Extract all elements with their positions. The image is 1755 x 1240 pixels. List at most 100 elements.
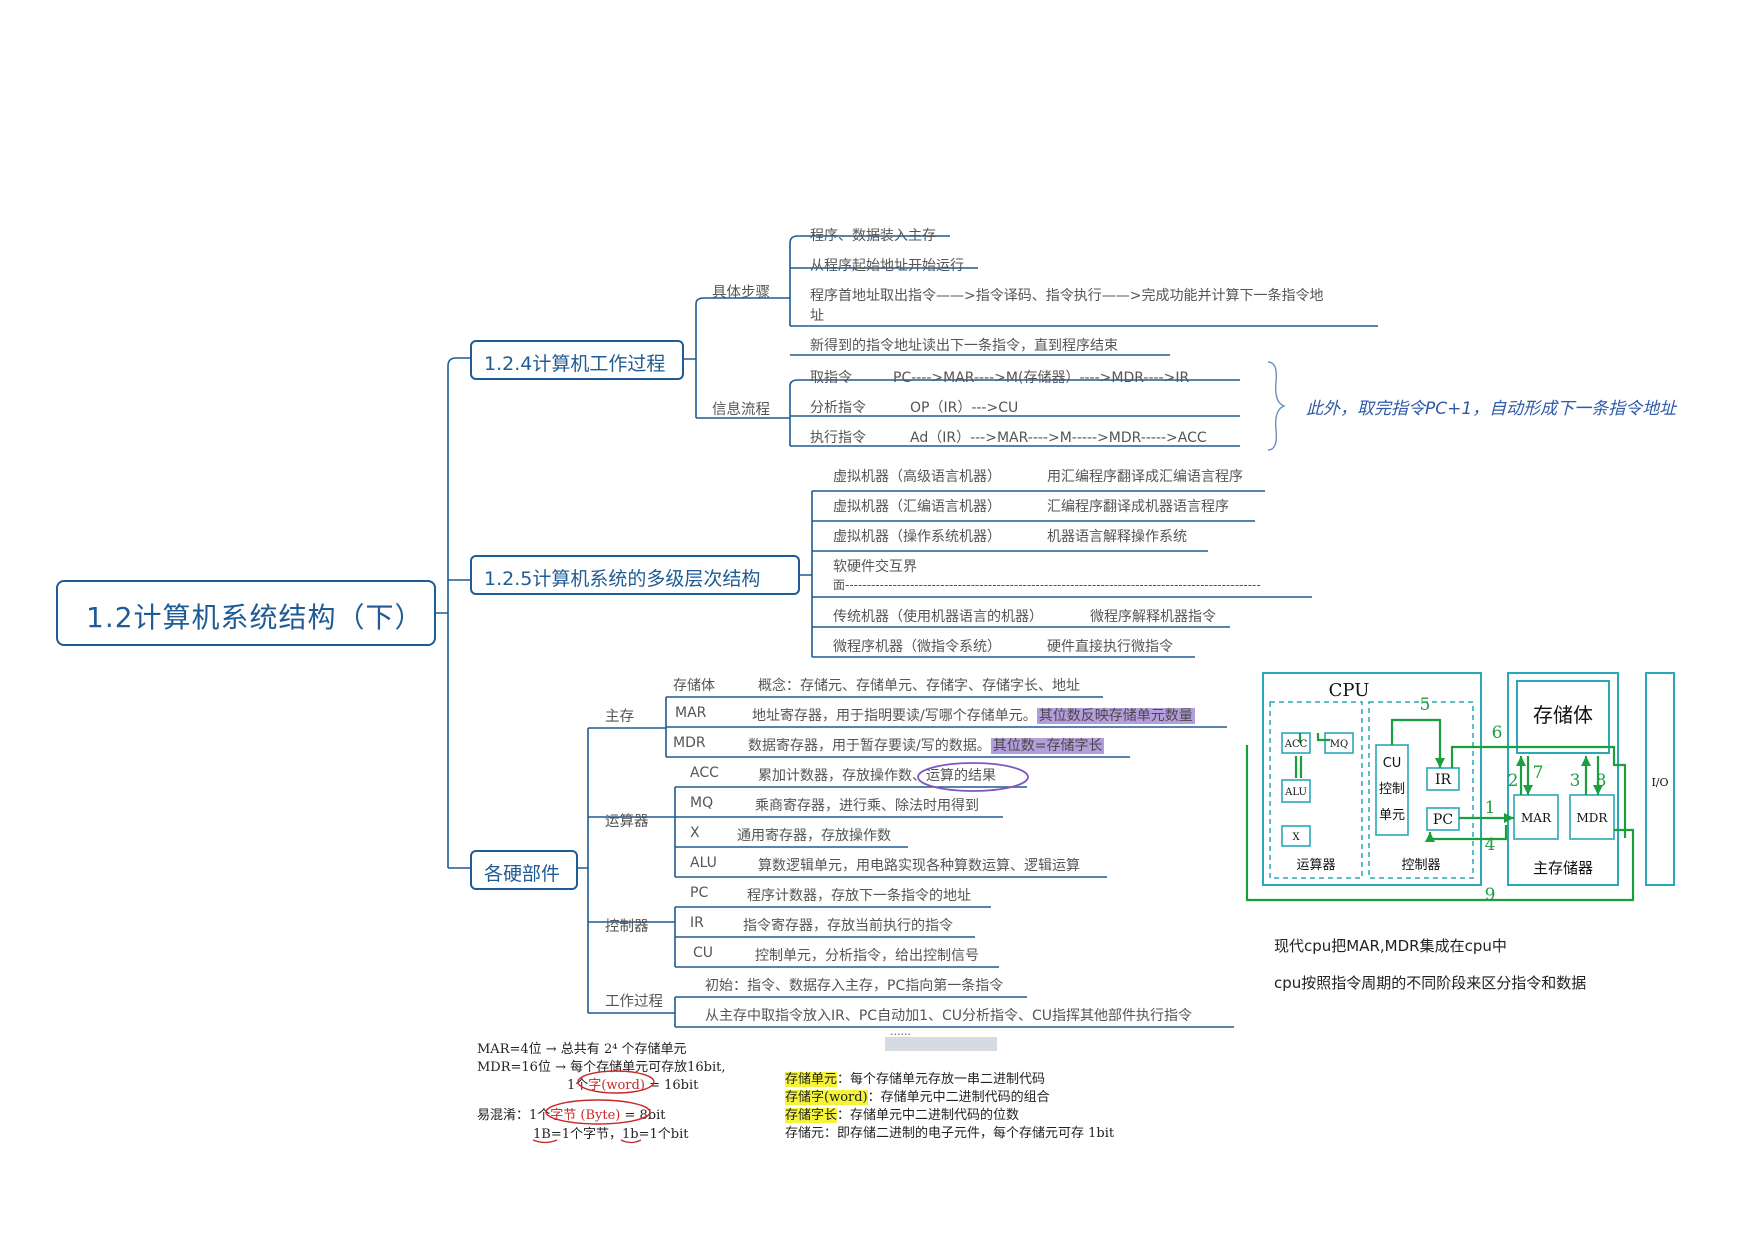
diagram-cu: CU xyxy=(1383,756,1402,771)
label-controller: 控制器 xyxy=(605,919,649,935)
level-interface-line: 面---------------------------------------… xyxy=(833,578,1261,592)
root-topic[interactable]: 1.2计算机系统结构（下） xyxy=(56,580,436,646)
x-desc: 通用寄存器，存放操作数 xyxy=(737,828,891,844)
diagram-pc: PC xyxy=(1433,812,1453,828)
unit-note: 1B=1个字节，1b=1个bit xyxy=(533,1127,689,1142)
x-name: X xyxy=(690,825,700,841)
flow-name: 分析指令 xyxy=(810,400,866,416)
mar-desc: 地址寄存器，用于指明要读/写哪个存储单元。其位数反映存储单元数量 xyxy=(752,708,1195,724)
level-name: 软硬件交互界 xyxy=(833,559,917,575)
step-6: 6 xyxy=(1492,723,1503,743)
flow-detail: Ad（IR）--->MAR---->M----->MDR----->ACC xyxy=(910,430,1207,446)
word-circled: 字(word) xyxy=(588,1078,645,1093)
root-title: 1.2计算机系统结构（下） xyxy=(86,601,424,634)
mdr-name: MDR xyxy=(673,735,706,751)
diagram-acc: ACC xyxy=(1284,739,1308,750)
ir-desc: 指令寄存器，存放当前执行的指令 xyxy=(743,918,953,934)
level-name: 虚拟机器（操作系统机器） xyxy=(833,529,1001,545)
diagram-cu: 单元 xyxy=(1379,808,1405,823)
diagram-main-memory: 主存储器 xyxy=(1533,859,1593,877)
caption-cpu-integration: 现代cpu把MAR,MDR集成在cpu中 xyxy=(1274,937,1507,955)
flow-name: 执行指令 xyxy=(810,430,866,446)
step-9: 9 xyxy=(1485,885,1496,905)
mar-name: MAR xyxy=(675,705,707,721)
diagram-x: X xyxy=(1292,832,1300,843)
diagram-mdr: MDR xyxy=(1577,811,1609,825)
pc-desc: 程序计数器，存放下一条指令的地址 xyxy=(747,888,971,904)
mdr-desc: 数据寄存器，用于暂存要读/写的数据。其位数=存储字长 xyxy=(748,738,1105,754)
level-name: 传统机器（使用机器语言的机器） xyxy=(833,609,1043,625)
label-info-flow: 信息流程 xyxy=(712,402,770,418)
cu-name: CU xyxy=(693,945,714,961)
acc-desc: 累加计数器，存放操作数、运算的结果 xyxy=(758,768,996,784)
step-5: 5 xyxy=(1420,695,1431,715)
diagram-mq: MQ xyxy=(1330,739,1348,750)
storage-body-name: 存储体 xyxy=(673,678,715,694)
step-4: 4 xyxy=(1485,835,1496,855)
diagram-controller: 控制器 xyxy=(1401,858,1440,873)
level-desc: 用汇编程序翻译成汇编语言程序 xyxy=(1047,469,1243,485)
process-step: 从主存中取指令放入IR、PC自动加1、CU分析指令、CU指挥其他部件执行指令 xyxy=(705,1008,1193,1024)
cu-desc: 控制单元，分析指令，给出控制信号 xyxy=(755,948,979,964)
pc-name: PC xyxy=(690,885,709,901)
diagram-io-label: I/O xyxy=(1651,776,1668,789)
cpu-memory-diagram: CPU 存储体 I/O ACC MQ ALU X CU 控制 单元 IR PC … xyxy=(1245,672,1675,905)
acc-name: ACC xyxy=(690,765,719,781)
caption-cpu-instruction-data: cpu按照指令周期的不同阶段来区分指令和数据 xyxy=(1274,974,1587,992)
label-alu-unit: 运算器 xyxy=(605,814,649,830)
diagram-alu: ALU xyxy=(1284,787,1307,798)
alu-name: ALU xyxy=(690,855,717,871)
definition-row: 存储单元：每个存储单元存放一串二进制代码 xyxy=(785,1072,1046,1087)
mq-desc: 乘商寄存器，进行乘、除法时用得到 xyxy=(755,798,979,814)
step-1: 1 xyxy=(1485,798,1496,818)
alu-desc: 算数逻辑单元，用电路实现各种算数运算、逻辑运算 xyxy=(758,858,1080,874)
level-desc: 微程序解释机器指令 xyxy=(1090,609,1216,625)
level-name: 虚拟机器（高级语言机器） xyxy=(833,469,1001,485)
byte-note: 易混淆：1个字节 (Byte) = 8bit xyxy=(477,1108,666,1123)
definition-row: 存储元：即存储二进制的电子元件，每个存储元可存 1bit xyxy=(785,1126,1115,1141)
step-item-cont: 址 xyxy=(810,308,824,324)
handwritten-notes-left: MAR=4位 → 总共有 2⁴ 个存储单元 MDR=16位 → 每个存储单元可存… xyxy=(475,1035,765,1145)
process-step: 初始：指令、数据存入主存，PC指向第一条指令 xyxy=(705,978,1004,994)
level-desc: 硬件直接执行微指令 xyxy=(1047,639,1173,655)
mdr-note: MDR=16位 → 每个存储单元可存放16bit, xyxy=(477,1060,726,1075)
diagram-cpu-label: CPU xyxy=(1329,680,1370,701)
label-work-process: 工作过程 xyxy=(605,994,663,1010)
level-desc: 机器语言解释操作系统 xyxy=(1047,529,1187,545)
mq-name: MQ xyxy=(690,795,714,811)
mar-note: MAR=4位 → 总共有 2⁴ 个存储单元 xyxy=(477,1042,687,1057)
storage-definitions: 存储单元：每个存储单元存放一串二进制代码 存储字(word)：存储单元中二进制代… xyxy=(785,1068,1215,1148)
step-7: 7 xyxy=(1533,763,1544,783)
ir-name: IR xyxy=(690,915,704,931)
level-desc: 汇编程序翻译成机器语言程序 xyxy=(1047,499,1229,515)
step-item: 程序首地址取出指令——>指令译码、指令执行——>完成功能并计算下一条指令地 xyxy=(810,288,1324,304)
byte-circled: 字节 (Byte) xyxy=(550,1108,621,1123)
step-item: 从程序起始地址开始运行 xyxy=(810,258,964,274)
mdr-highlight: 其位数=存储字长 xyxy=(990,738,1105,754)
flow-detail: PC---->MAR---->M(存储器）---->MDR---->IR xyxy=(893,370,1190,386)
topic-level-structure[interactable]: 1.2.5计算机系统的多级层次结构 xyxy=(470,555,800,595)
diagram-alu-unit: 运算器 xyxy=(1296,858,1335,873)
acc-circled: 运算的结果 xyxy=(926,768,996,784)
diagram-ir: IR xyxy=(1435,772,1452,788)
level-name: 微程序机器（微指令系统） xyxy=(833,639,1001,655)
handwritten-circles xyxy=(532,1070,655,1144)
diagram-mar: MAR xyxy=(1521,811,1552,825)
flow-name: 取指令 xyxy=(810,370,852,386)
word-note: 1个字(word) = 16bit xyxy=(567,1078,699,1093)
step-3: 3 xyxy=(1570,771,1581,791)
flow-detail: OP（IR）--->CU xyxy=(910,400,1019,416)
label-steps: 具体步骤 xyxy=(712,285,770,301)
diagram-cu: 控制 xyxy=(1379,782,1405,797)
storage-body-desc: 概念：存储元、存储单元、存储字、存储字长、地址 xyxy=(758,678,1080,694)
definition-row: 存储字(word)：存储单元中二进制代码的组合 xyxy=(785,1090,1050,1105)
mar-highlight: 其位数反映存储单元数量 xyxy=(1036,708,1195,724)
topic-work-process[interactable]: 1.2.4计算机工作过程 xyxy=(470,340,684,380)
flow-note: 此外，取完指令PC+1，自动形成下一条指令地址 xyxy=(1306,399,1677,419)
diagram-storage-label: 存储体 xyxy=(1533,703,1593,727)
process-more: ...... xyxy=(890,1025,911,1038)
level-name: 虚拟机器（汇编语言机器） xyxy=(833,499,1001,515)
step-8: 8 xyxy=(1596,771,1607,791)
topic-hardware-parts[interactable]: 各硬部件 xyxy=(470,850,578,890)
